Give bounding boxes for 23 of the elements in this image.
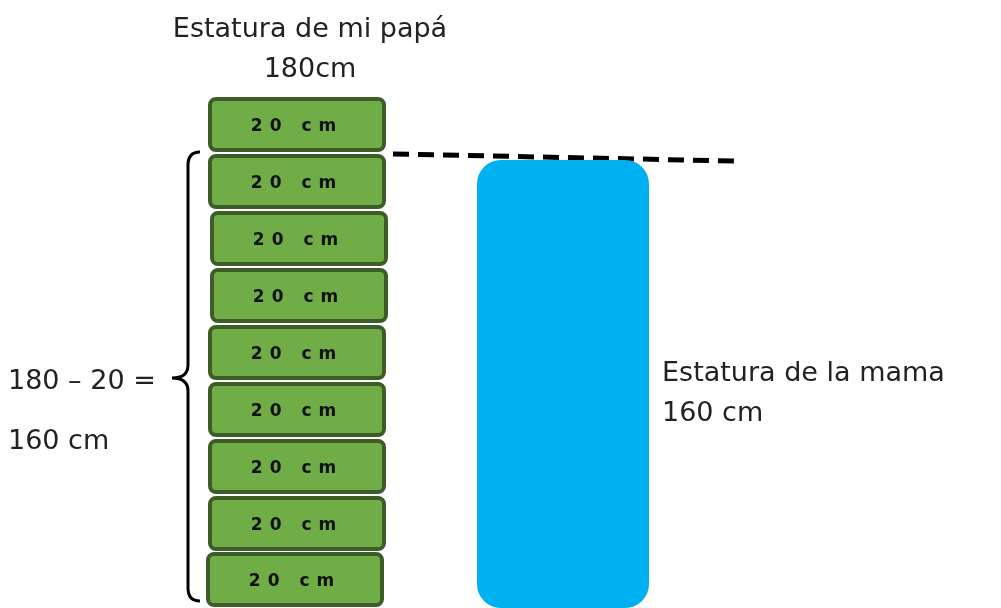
measure-block: [210, 211, 388, 266]
measure-block: [208, 325, 386, 380]
subtraction-text: 180 – 20 =: [8, 363, 157, 397]
measure-block: [210, 268, 388, 323]
measure-block: [208, 439, 386, 494]
block-label: 20 cm: [252, 285, 346, 306]
measure-block: [206, 552, 384, 607]
block-label: 20 cm: [250, 513, 344, 534]
block-label: 20 cm: [252, 228, 346, 249]
height-caption: Estatura de la mama 160 cm: [662, 355, 946, 429]
block-label: 20 cm: [250, 456, 344, 477]
height-caption: Estatura de mi papá 180cm: [171, 11, 449, 85]
block-label: 20 cm: [250, 399, 344, 420]
block-label: 20 cm: [250, 171, 344, 192]
result-text: 160 cm: [8, 423, 111, 457]
block-label: 20 cm: [250, 114, 344, 135]
measure-block: [208, 496, 386, 551]
block-label: 20 cm: [250, 342, 344, 363]
block-label: 20 cm: [248, 569, 342, 590]
measure-block: [208, 97, 386, 152]
measure-block: [208, 154, 386, 209]
measure-block: [208, 382, 386, 437]
height-bar: [477, 160, 649, 608]
